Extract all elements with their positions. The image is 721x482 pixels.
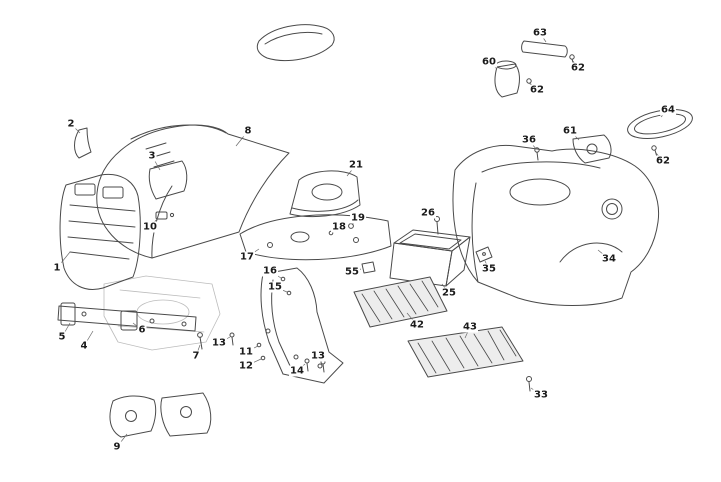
part-callout-5: 5 [57, 331, 67, 343]
spacer-55-drawing [361, 261, 376, 274]
mat-42-drawing [353, 276, 448, 328]
oval-pad-drawing [627, 109, 693, 139]
part-callout-62: 62 [529, 84, 545, 96]
leader-lines [56, 32, 669, 448]
mud-flaps-drawing [109, 392, 212, 438]
part-callout-62: 62 [570, 62, 586, 74]
part-callout-35: 35 [481, 263, 497, 275]
mat-42-hatch [361, 280, 439, 323]
part-callout-42: 42 [409, 319, 425, 331]
part-callout-13: 13 [310, 350, 326, 362]
bumper-drawing [57, 302, 197, 332]
bracket-35-drawing [475, 246, 493, 263]
part-callout-62: 62 [655, 155, 671, 167]
mat-43-drawing [407, 326, 524, 378]
part-callout-16: 16 [262, 265, 278, 277]
clip-10-drawing [155, 211, 175, 220]
part-callout-9: 9 [112, 441, 122, 453]
part-callout-8: 8 [243, 125, 253, 137]
part-callout-7: 7 [191, 350, 201, 362]
part-callout-3: 3 [147, 150, 157, 162]
cup-holder-drawing [494, 60, 520, 98]
part-callout-15: 15 [267, 281, 283, 293]
rear-body-drawing [452, 144, 660, 306]
part-callout-26: 26 [420, 207, 436, 219]
part-callout-64: 64 [660, 104, 676, 116]
hood-drawing [96, 124, 290, 259]
bracket-2-drawing [74, 127, 92, 159]
part-callout-36: 36 [521, 134, 537, 146]
part-callout-55: 55 [344, 266, 360, 278]
mat-43-hatch [417, 329, 517, 374]
part-callout-25: 25 [441, 287, 457, 299]
hood-top-cover-drawing [256, 24, 335, 61]
part-callout-14: 14 [289, 365, 305, 377]
part-callout-21: 21 [348, 159, 364, 171]
part-callout-18: 18 [331, 221, 347, 233]
latch-drawing [572, 134, 612, 164]
side-panel-drawing [148, 160, 188, 200]
part-callout-1: 1 [52, 262, 62, 274]
cover-plate-drawing [521, 40, 568, 58]
part-callout-60: 60 [481, 56, 497, 68]
console-cover-drawing [289, 170, 361, 218]
part-callout-13: 13 [211, 337, 227, 349]
part-callout-34: 34 [601, 253, 617, 265]
bolt-7-drawing [197, 332, 203, 350]
part-callout-11: 11 [238, 346, 254, 358]
part-callout-63: 63 [532, 27, 548, 39]
battery-box-drawing [389, 229, 471, 287]
part-callout-17: 17 [239, 251, 255, 263]
part-callout-43: 43 [462, 321, 478, 333]
part-callout-19: 19 [350, 212, 366, 224]
part-callout-33: 33 [533, 389, 549, 401]
part-callout-61: 61 [562, 125, 578, 137]
part-callout-4: 4 [79, 340, 89, 352]
part-callout-12: 12 [238, 360, 254, 372]
part-callout-6: 6 [137, 324, 147, 336]
dashboard-panel-drawing [239, 214, 392, 261]
front-grille-drawing [59, 173, 141, 290]
part-callout-10: 10 [142, 221, 158, 233]
part-callout-2: 2 [66, 118, 76, 130]
